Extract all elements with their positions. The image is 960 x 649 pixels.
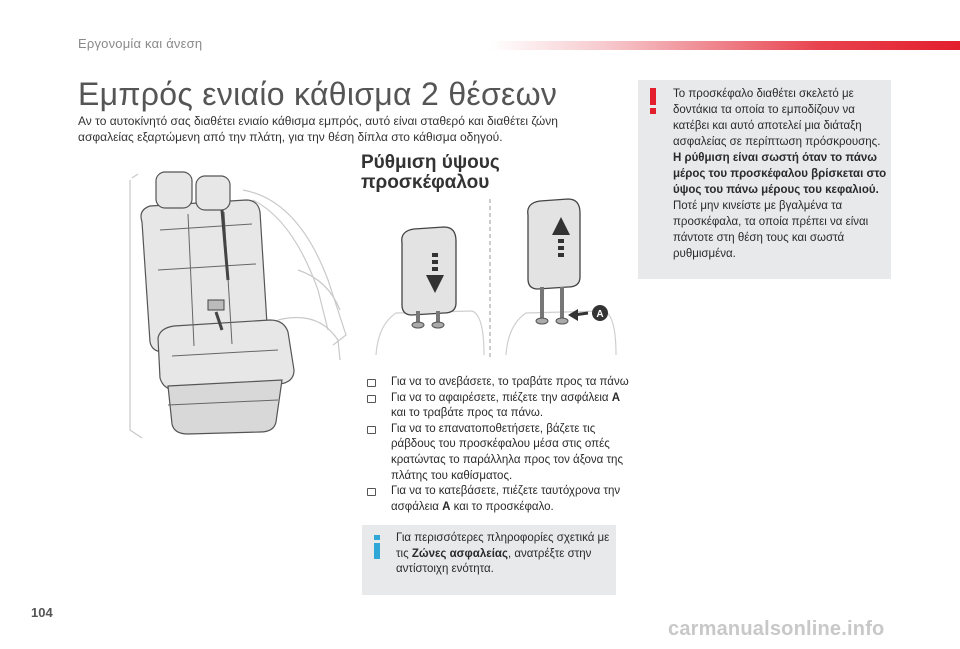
watermark: carmanualsonline.info bbox=[668, 618, 885, 640]
bullet-box-icon bbox=[367, 394, 376, 403]
section-title-line1: Ρύθμιση ύψους bbox=[361, 152, 500, 173]
bullet-box-icon bbox=[367, 425, 376, 434]
headrest-raised bbox=[527, 198, 581, 325]
info-icon bbox=[374, 535, 380, 559]
callout-a-label: A bbox=[596, 309, 603, 320]
warning-note-text: Το προσκέφαλο διαθέτει σκελετό με δοντάκ… bbox=[673, 88, 887, 260]
bench-seat-illustration bbox=[129, 171, 347, 439]
headrest-adjustment-title: Ρύθμιση ύψους προσκέφαλου bbox=[361, 153, 561, 193]
headrest-lower bbox=[401, 226, 457, 329]
page-title: Εμπρός ενιαίο κάθισμα 2 θέσεων bbox=[78, 76, 558, 112]
section-header: Εργονομία και άνεση bbox=[78, 36, 203, 51]
section-title-line2: προσκέφαλου bbox=[361, 172, 490, 193]
list-item: Για να το επανατοποθετήσετε, βάζετε τις … bbox=[367, 422, 629, 484]
list-item: Για να το κατεβάσετε, πιέζετε ταυτόχρονα… bbox=[367, 484, 629, 515]
instruction-list: Για να το ανεβάσετε, το τραβάτε προς τα … bbox=[367, 375, 629, 515]
callout-a-badge bbox=[592, 305, 608, 321]
warning-note-box: Το προσκέφαλο διαθέτει σκελετό με δοντάκ… bbox=[638, 80, 891, 279]
intro-paragraph: Αν το αυτοκίνητό σας διαθέτει ενιαίο κάθ… bbox=[78, 114, 558, 144]
list-item: Για να το αφαιρέσετε, πιέζετε την ασφάλε… bbox=[367, 391, 629, 422]
bullet-box-icon bbox=[367, 379, 376, 387]
list-item: Για να το ανεβάσετε, το τραβάτε προς τα … bbox=[367, 375, 629, 391]
page-number: 104 bbox=[31, 605, 53, 620]
header-accent-bar bbox=[490, 41, 960, 50]
bullet-box-icon bbox=[367, 488, 376, 497]
info-note-text: Για περισσότερες πληροφορίες σχετικά με … bbox=[396, 532, 610, 575]
info-note-box: Για περισσότερες πληροφορίες σχετικά με … bbox=[362, 525, 616, 595]
headrest-adjustment-illustration: A bbox=[375, 198, 617, 359]
warning-icon bbox=[650, 88, 656, 114]
